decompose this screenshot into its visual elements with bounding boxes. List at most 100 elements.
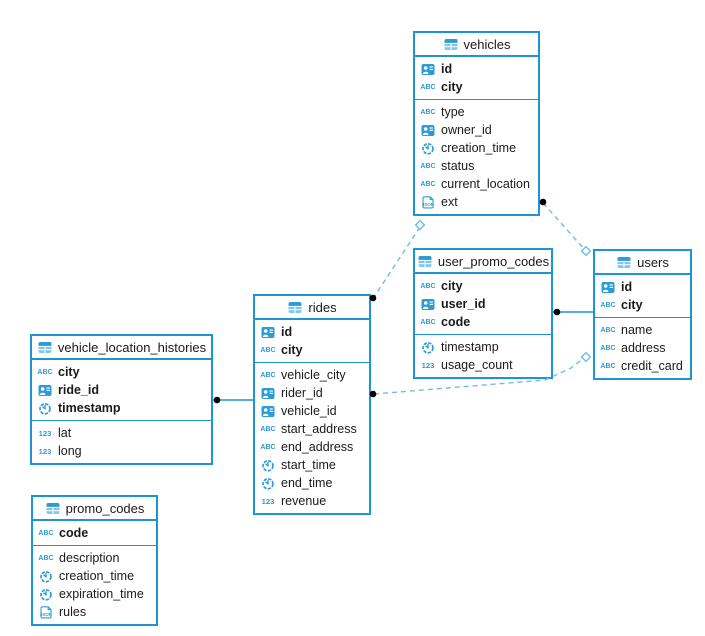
field-name: credit_card — [621, 359, 683, 373]
clock-icon — [38, 570, 54, 583]
field-name: expiration_time — [59, 587, 144, 601]
field-row[interactable]: 123 usage_count — [415, 356, 551, 374]
relation-diamond-marker — [414, 219, 426, 231]
field-name: creation_time — [441, 141, 517, 155]
field-row[interactable]: expiration_time — [33, 585, 156, 603]
field-row[interactable]: timestamp — [415, 338, 551, 356]
field-name: rider_id — [281, 386, 323, 400]
field-name: type — [441, 105, 465, 119]
relation-diamond-marker — [580, 245, 592, 257]
id-card-icon — [600, 281, 616, 294]
field-row[interactable]: ride_id — [32, 381, 211, 399]
field-row[interactable]: rider_id — [255, 384, 369, 402]
abc-icon: ABC — [420, 83, 436, 91]
table-title: users — [637, 254, 669, 270]
field-row[interactable]: id — [595, 278, 690, 296]
relation-diamond-marker — [580, 351, 592, 363]
field-row[interactable]: ABC current_location — [415, 175, 538, 193]
field-name: city — [621, 298, 643, 312]
abc-icon: ABC — [260, 425, 276, 433]
table-grid-icon — [287, 301, 303, 314]
field-name: end_time — [281, 476, 333, 490]
field-name: creation_time — [59, 569, 135, 583]
abc-icon: ABC — [420, 162, 436, 170]
abc-icon: ABC — [600, 326, 616, 334]
table-header[interactable]: user_promo_codes — [415, 250, 551, 274]
field-row[interactable]: owner_id — [415, 121, 538, 139]
field-name: status — [441, 159, 475, 173]
field-row[interactable]: creation_time — [415, 139, 538, 157]
clock-icon — [260, 477, 276, 490]
table-header[interactable]: promo_codes — [33, 497, 156, 521]
field-name: current_location — [441, 177, 530, 191]
relation-dot-marker — [213, 396, 221, 404]
table-header[interactable]: vehicle_location_histories — [32, 336, 211, 360]
field-name: id — [621, 280, 633, 294]
table-header[interactable]: vehicles — [415, 33, 538, 57]
abc-icon: ABC — [420, 180, 436, 188]
table-header[interactable]: rides — [255, 296, 369, 320]
field-row[interactable]: ABC city — [595, 296, 690, 314]
json-doc-icon: JSON — [38, 605, 54, 619]
abc-icon: ABC — [600, 301, 616, 309]
field-row[interactable]: creation_time — [33, 567, 156, 585]
field-name: usage_count — [441, 358, 513, 372]
field-row[interactable]: user_id — [415, 295, 551, 313]
table-header[interactable]: users — [595, 251, 690, 275]
field-row[interactable]: vehicle_id — [255, 402, 369, 420]
field-name: code — [441, 315, 471, 329]
abc-icon: ABC — [37, 368, 53, 376]
relation-dot-marker — [553, 308, 561, 316]
table-grid-icon — [45, 502, 61, 515]
field-row[interactable]: id — [415, 60, 538, 78]
field-row[interactable]: end_time — [255, 474, 369, 492]
field-name: owner_id — [441, 123, 492, 137]
clock-icon — [38, 588, 54, 601]
field-name: end_address — [281, 440, 354, 454]
field-name: address — [621, 341, 666, 355]
field-name: start_time — [281, 458, 336, 472]
123-icon: 123 — [421, 360, 435, 370]
field-row[interactable]: id — [255, 323, 369, 341]
field-row[interactable]: timestamp — [32, 399, 211, 417]
field-name: description — [59, 551, 120, 565]
field-name: id — [441, 62, 453, 76]
field-name: long — [58, 444, 82, 458]
clock-icon — [37, 402, 53, 415]
field-row[interactable]: start_time — [255, 456, 369, 474]
field-row[interactable]: ABC status — [415, 157, 538, 175]
table-grid-icon — [616, 256, 632, 269]
